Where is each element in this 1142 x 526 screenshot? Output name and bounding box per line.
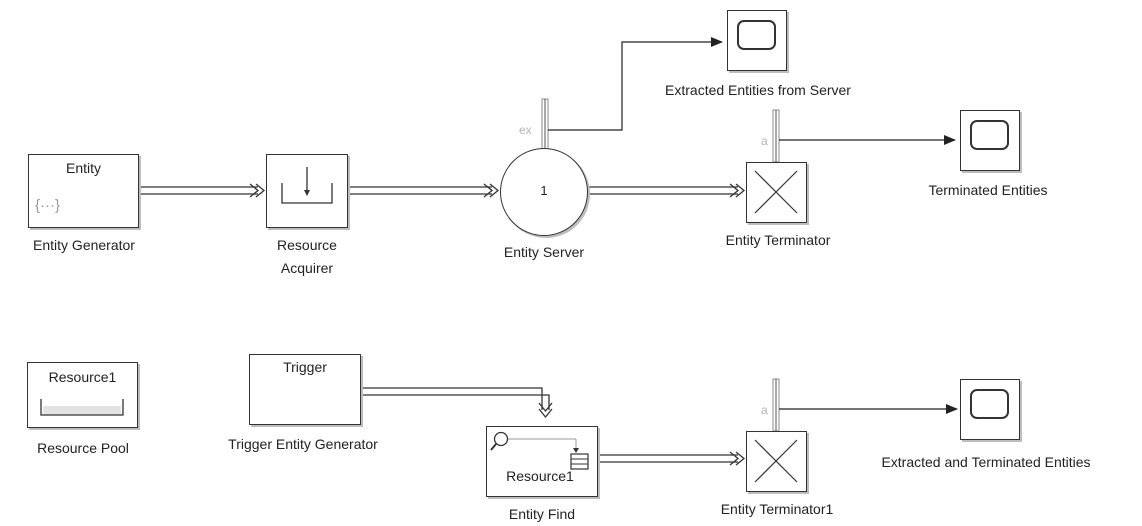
trigger-generator-title: Trigger (283, 359, 327, 375)
terminator-x-icon (754, 439, 798, 483)
entity-generator-label: Entity Generator (33, 237, 135, 253)
server-ex-port[interactable] (541, 98, 549, 152)
terminator-a-port-label: a (761, 134, 768, 148)
magnifier-icon (490, 431, 589, 470)
entity-terminator-block[interactable] (746, 162, 807, 223)
entity-find-title: Resource1 (506, 468, 574, 484)
terminator-x-icon (754, 170, 798, 214)
scope-terminated-label: Terminated Entities (928, 182, 1048, 198)
resource-acquirer-label-line1: Resource (277, 237, 337, 253)
scope-extracted-server-block[interactable] (727, 10, 787, 71)
terminator1-a-port-label: a (761, 403, 768, 417)
resource-pool-block[interactable]: Resource1 (27, 362, 138, 428)
server-ex-port-label: ex (519, 123, 532, 137)
entity-connection-find-to-terminator1[interactable] (598, 451, 746, 466)
scope-extracted-server-label: Extracted Entities from Server (665, 82, 851, 98)
entity-terminator1-label: Entity Terminator1 (720, 501, 834, 517)
scope-extracted-terminated-label: Extracted and Terminated Entities (881, 454, 1091, 470)
entity-find-label: Entity Find (508, 506, 576, 522)
entity-find-block[interactable]: Resource1 (486, 426, 598, 497)
resource-pool-title: Resource1 (48, 369, 117, 385)
entity-connection-trigger-to-find[interactable] (361, 387, 553, 419)
server-capacity-text: 1 (540, 183, 548, 198)
trigger-generator-label: Trigger Entity Generator (228, 436, 378, 452)
entity-generator-title: Entity (65, 160, 101, 176)
scope-screen-icon (970, 389, 1009, 419)
resource-pool-label: Resource Pool (37, 440, 129, 456)
entity-server-block[interactable]: 1 (500, 148, 588, 236)
entity-connection-generator-to-acquirer[interactable] (139, 183, 266, 198)
entity-terminator1-block[interactable] (746, 431, 807, 492)
scope-extracted-terminated-block[interactable] (960, 379, 1020, 440)
resource-pool-bar-icon (40, 399, 124, 416)
entity-terminator-label: Entity Terminator (725, 232, 831, 248)
scope-screen-icon (970, 120, 1009, 150)
signal-line-server-to-scope[interactable] (548, 37, 723, 131)
entity-braces-icon: {···} (35, 197, 61, 214)
trigger-generator-block[interactable]: Trigger (249, 354, 361, 425)
terminator1-a-port[interactable] (772, 378, 780, 432)
scope-screen-icon (737, 20, 776, 50)
entity-connection-acquirer-to-server[interactable] (348, 183, 500, 198)
resource-acquirer-label-line2: Acquirer (280, 260, 334, 276)
terminator-a-port[interactable] (772, 109, 780, 163)
entity-server-label: Entity Server (503, 244, 585, 260)
entity-connection-server-to-terminator[interactable] (587, 183, 746, 198)
queue-down-arrow-icon (281, 167, 333, 204)
entity-generator-block[interactable]: Entity {···} (28, 154, 139, 228)
resource-acquirer-block[interactable] (266, 154, 348, 228)
scope-terminated-block[interactable] (960, 110, 1020, 171)
